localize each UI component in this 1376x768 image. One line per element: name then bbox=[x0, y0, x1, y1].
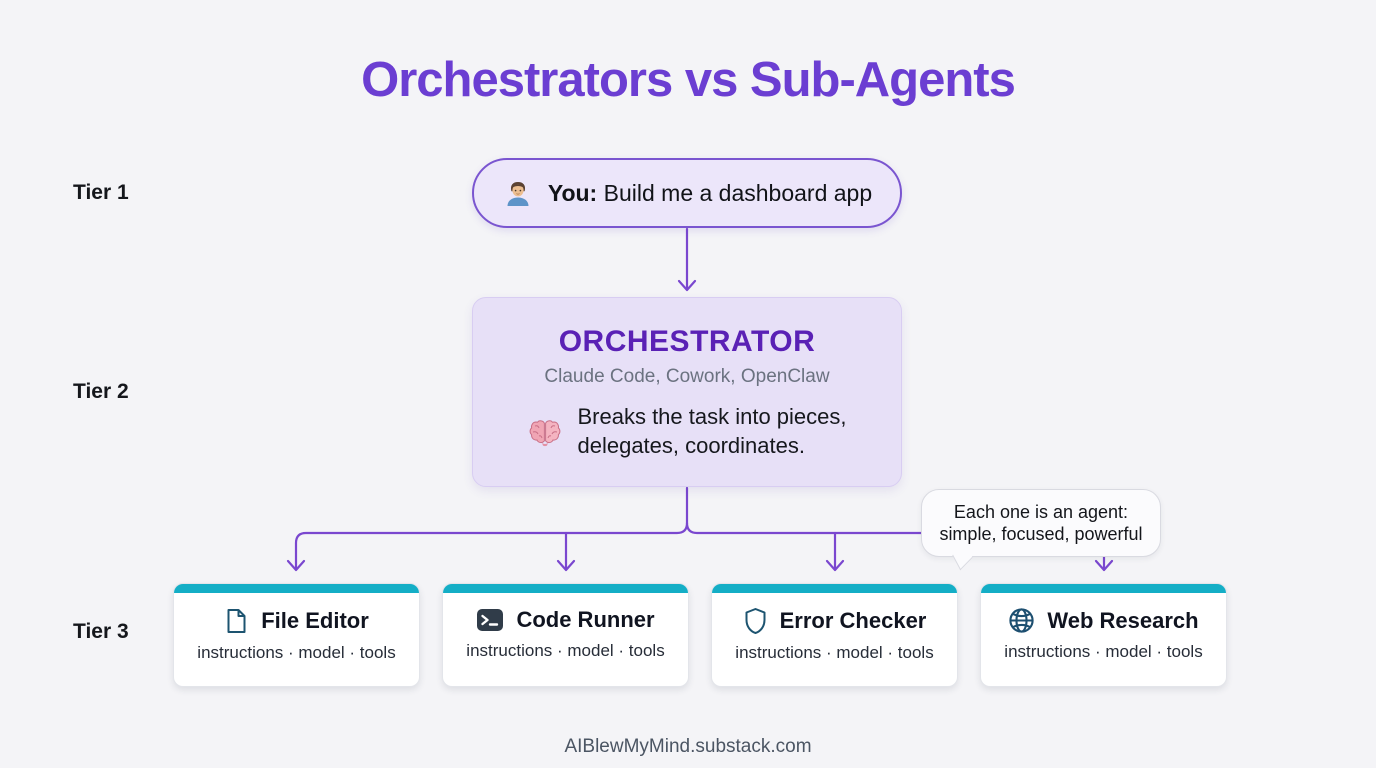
shield-icon bbox=[743, 607, 768, 635]
orchestrator-description: Breaks the task into pieces, delegates, … bbox=[577, 402, 846, 460]
agent-meta: instructions · model · tools bbox=[1004, 642, 1203, 661]
agent-card-code-runner: Code Runner instructions · model · tools bbox=[442, 583, 689, 687]
brain-emoji-icon bbox=[527, 414, 563, 448]
user-request-speaker: You: bbox=[547, 179, 598, 206]
agent-accent-bar bbox=[712, 584, 957, 593]
agent-meta: instructions · model · tools bbox=[466, 641, 665, 660]
user-request-node: You: Build me a dashboard app bbox=[472, 158, 902, 228]
file-icon bbox=[224, 607, 249, 635]
orchestrator-subtitle: Claude Code, Cowork, OpenClaw bbox=[544, 366, 830, 387]
agent-name: Code Runner bbox=[516, 607, 655, 632]
bubble-tail bbox=[952, 542, 973, 571]
user-request-text: You: Build me a dashboard app bbox=[548, 180, 872, 207]
agent-name: File Editor bbox=[261, 608, 369, 633]
orchestrator-description-line1: Breaks the task into pieces, bbox=[577, 404, 847, 429]
agent-accent-bar bbox=[443, 584, 688, 593]
tier-1-label: Tier 1 bbox=[73, 181, 129, 204]
agent-accent-bar bbox=[981, 584, 1226, 593]
user-request-message: Build me a dashboard app bbox=[597, 179, 873, 206]
man-emoji-icon bbox=[502, 177, 534, 209]
globe-icon bbox=[1008, 607, 1035, 634]
agent-meta: instructions · model · tools bbox=[197, 643, 396, 662]
orchestrator-node: ORCHESTRATOR Claude Code, Cowork, OpenCl… bbox=[472, 297, 902, 487]
agent-card-file-editor: File Editor instructions · model · tools bbox=[173, 583, 420, 687]
agent-meta: instructions · model · tools bbox=[735, 643, 934, 662]
orchestrator-title: ORCHESTRATOR bbox=[558, 325, 816, 358]
tier-2-label: Tier 2 bbox=[73, 380, 129, 403]
agent-name: Error Checker bbox=[779, 608, 927, 633]
agent-card-error-checker: Error Checker instructions · model · too… bbox=[711, 583, 958, 687]
annotation-line-1: Each one is an agent: bbox=[953, 501, 1129, 522]
annotation-bubble: Each one is an agent: simple, focused, p… bbox=[921, 489, 1161, 571]
orchestrator-description-line2: delegates, coordinates. bbox=[577, 433, 805, 459]
tier-3-label: Tier 3 bbox=[73, 620, 129, 643]
agent-card-web-research: Web Research instructions · model · tool… bbox=[980, 583, 1227, 687]
footer-attribution: AIBlewMyMind.substack.com bbox=[564, 736, 812, 757]
page-title: Orchestrators vs Sub-Agents bbox=[361, 53, 1016, 107]
agent-accent-bar bbox=[174, 584, 419, 593]
annotation-line-2: simple, focused, powerful bbox=[939, 524, 1143, 544]
terminal-icon bbox=[476, 607, 504, 633]
agent-name: Web Research bbox=[1047, 607, 1199, 633]
